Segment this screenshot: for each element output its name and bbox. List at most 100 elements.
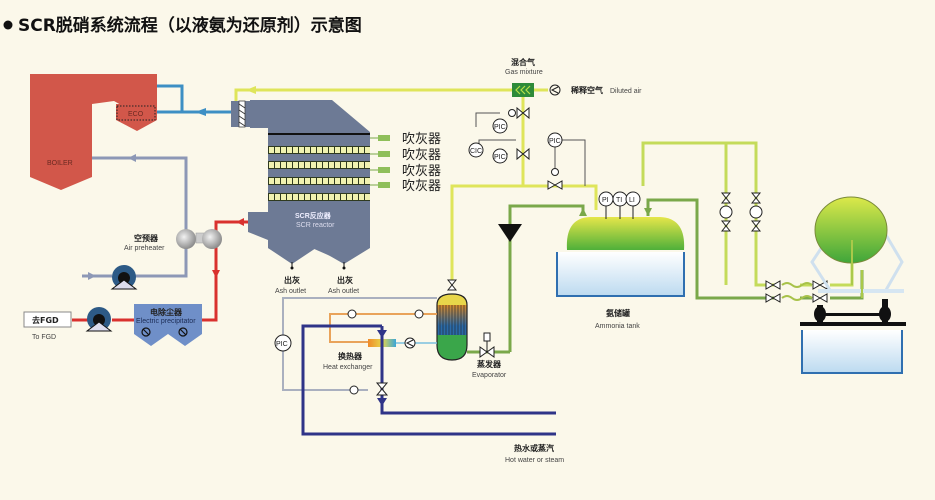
catalyst-cell	[353, 178, 358, 184]
catalyst-cell	[359, 178, 364, 184]
catalyst-cell	[299, 194, 304, 200]
valve-lower	[516, 147, 530, 161]
scr-reactor: SCR反应器 SCR reactor	[231, 100, 370, 270]
catalyst-cell	[275, 162, 280, 168]
catalyst-cell	[317, 162, 322, 168]
flow-direction-marker	[498, 224, 522, 242]
title: SCR脱硝系统流程（以液氨为还原剂）示意图	[3, 15, 362, 36]
soot-blowers: 吹灰器 吹灰器 吹灰器 吹灰器	[370, 132, 441, 194]
catalyst-cell	[305, 162, 310, 168]
catalyst-cell	[311, 194, 316, 200]
catalyst-cell	[347, 178, 352, 184]
catalyst-cell	[311, 147, 316, 153]
diluted-air: 稀释空气 Diluted air	[549, 84, 642, 96]
catalyst-cell	[365, 162, 370, 168]
eco-box	[116, 105, 156, 121]
catalyst-cell	[365, 194, 370, 200]
catalyst-cell	[275, 178, 280, 184]
catalyst-cell	[335, 178, 340, 184]
catalyst-cell	[281, 178, 286, 184]
catalyst-cell	[365, 178, 370, 184]
heat-exchanger: PIC 换热器 Heat exchanger	[274, 297, 437, 395]
catalyst-cell	[317, 147, 322, 153]
soot-blower-2-label: 吹灰器	[402, 148, 441, 163]
gas-mixture-cn: 混合气	[511, 57, 535, 67]
gas-mixer: 混合气 Gas mixture	[505, 57, 543, 97]
title-bullet	[3, 20, 13, 30]
flex-hoses	[781, 282, 813, 301]
catalyst-cell	[347, 162, 352, 168]
soot-blower-4-label: 吹灰器	[402, 179, 441, 194]
catalyst-layers	[268, 146, 370, 201]
catalyst-cell	[287, 194, 292, 200]
flue-gas-outlet-pipe	[157, 84, 232, 116]
catalyst-cell	[359, 162, 364, 168]
catalyst-cell	[353, 147, 358, 153]
vapor-line-valves	[719, 192, 828, 303]
hot-water-valve	[375, 382, 389, 396]
svg-text:PIC: PIC	[276, 341, 288, 348]
catalyst-cell	[323, 194, 328, 200]
soot-blower-4: 吹灰器	[370, 179, 441, 194]
soot-blower-2: 吹灰器	[370, 148, 441, 163]
to-fgd: 去FGD To FGD	[23, 311, 72, 341]
ti-gauge: TI	[616, 197, 622, 204]
precipitator-cn: 电除尘器	[150, 307, 183, 317]
induced-draft-fan	[85, 307, 113, 332]
flue-gas-red-pipe	[72, 218, 248, 322]
air-fan	[110, 265, 138, 290]
catalyst-cell	[347, 194, 352, 200]
eco-section	[116, 104, 157, 131]
svg-text:PIC: PIC	[494, 124, 506, 131]
air-preheater: 空预器 Air preheater	[124, 229, 222, 252]
catalyst-cell	[269, 147, 274, 153]
hot-water-label: 热水或蒸汽 Hot water or steam	[505, 443, 564, 464]
hot-water-en: Hot water or steam	[505, 457, 564, 464]
air-return-pipe	[82, 154, 188, 280]
heat-exchanger-en: Heat exchanger	[323, 364, 373, 371]
catalyst-cell	[281, 147, 286, 153]
svg-text:PIC: PIC	[494, 154, 506, 161]
boiler: ECO BOILER	[30, 74, 157, 190]
catalyst-cell	[359, 194, 364, 200]
catalyst-cell	[329, 147, 334, 153]
catalyst-cell	[329, 162, 334, 168]
catalyst-cell	[353, 162, 358, 168]
boiler-body	[30, 74, 157, 190]
catalyst-cell	[299, 162, 304, 168]
ammonia-tank-cn: 氨储罐	[606, 308, 630, 318]
catalyst-cell	[287, 147, 292, 153]
catalyst-cell	[293, 194, 298, 200]
catalyst-cell	[293, 178, 298, 184]
catalyst-cell	[293, 162, 298, 168]
diluted-air-cn: 稀释空气	[571, 85, 603, 95]
diluted-air-en: Diluted air	[610, 88, 642, 95]
catalyst-cell	[365, 147, 370, 153]
cic: CIC	[468, 142, 484, 158]
evaporator-en: Evaporator	[472, 372, 507, 379]
catalyst-cell	[269, 162, 274, 168]
catalyst-cell	[341, 162, 346, 168]
catalyst-cell	[275, 147, 280, 153]
tank-gauges: PI TI LI	[598, 191, 641, 219]
catalyst-cell	[305, 178, 310, 184]
li-gauge: LI	[629, 197, 635, 204]
evaporator: 蒸发器 Evaporator	[436, 279, 507, 379]
air-preheater-en: Air preheater	[124, 245, 165, 252]
eco-label: ECO	[128, 111, 144, 118]
catalyst-cell	[347, 147, 352, 153]
precipitator-en: Electric precipitator	[136, 318, 196, 325]
reactor-body	[248, 100, 370, 248]
ash-outlet-2-cn: 出灰	[337, 275, 353, 285]
pic-3: PIC	[547, 132, 586, 190]
catalyst-cell	[305, 147, 310, 153]
valve-upper	[508, 106, 530, 120]
svg-text:PIC: PIC	[549, 138, 561, 145]
catalyst-cell	[299, 147, 304, 153]
catalyst-cell	[287, 178, 292, 184]
catalyst-cell	[269, 194, 274, 200]
ammonia-tank: PI TI LI 氨储罐 Ammonia tank	[556, 191, 685, 330]
soot-blower-1: 吹灰器	[370, 132, 441, 147]
air-preheater-cn: 空预器	[134, 233, 159, 243]
